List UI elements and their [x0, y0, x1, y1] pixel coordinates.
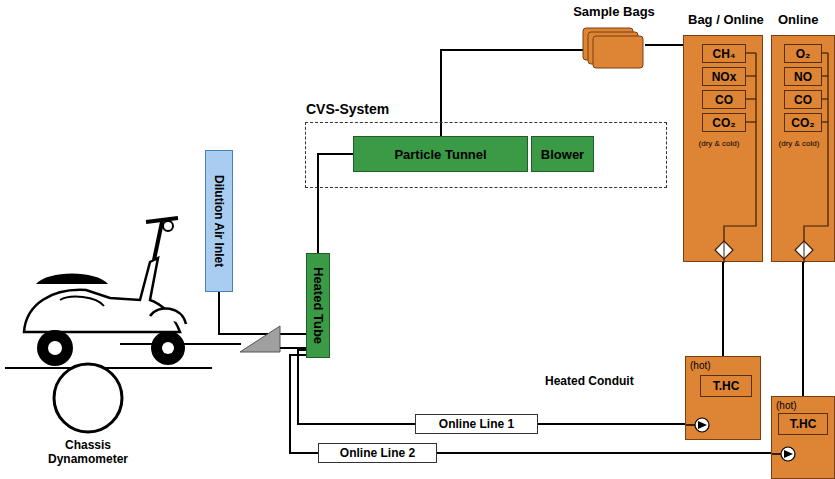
hot-cabinet: (hot) T.HC: [771, 396, 835, 479]
inlet-box: Dilution Air Inlet: [205, 150, 233, 292]
box-label: CO₂: [791, 116, 814, 130]
box-label: Heated Tube: [311, 267, 326, 344]
box-label: T.HC: [713, 379, 740, 393]
sample-line: Online Line 1: [415, 414, 538, 434]
process-box: Blower: [531, 136, 594, 172]
analyzer-box: T.HC: [700, 375, 752, 397]
analyzer-box: CO: [702, 90, 746, 109]
sample-line-connector: [645, 44, 683, 46]
bag-stack: [583, 28, 645, 70]
box-label: Blower: [541, 147, 584, 162]
sample-line-connector: [298, 350, 415, 424]
dynamometer: Chassis Dynamometer: [54, 364, 122, 432]
process-box: Particle Tunnel: [353, 136, 528, 172]
sample-line-connector: [441, 50, 583, 136]
condition-note: (dry & cold): [772, 139, 826, 148]
sample-line-connector: [722, 262, 724, 356]
analyzer-cabinet: Bag / Online(dry & cold)CH₄NOxCOCO₂: [683, 35, 763, 262]
box-label: Dilution Air Inlet: [212, 175, 226, 267]
sample-line-connector: [219, 292, 306, 334]
heading: CVS-System: [306, 101, 389, 117]
analyzer-box: CH₄: [702, 44, 746, 63]
box-label: CO: [794, 93, 812, 107]
sample-line-connector: [437, 452, 771, 454]
sample-line-connector: [802, 262, 804, 396]
analyzer-box: CO: [784, 90, 822, 109]
analyzer-box: CO₂: [784, 113, 822, 132]
analyzer-box: NO: [784, 67, 822, 86]
analyzer-box: O₂: [784, 44, 822, 63]
sample-line-connector: [538, 423, 685, 425]
heading: Bag / Online: [688, 12, 764, 27]
condition-note: (hot): [776, 400, 797, 411]
sample-line-connector: [318, 154, 353, 253]
heated-tube: Heated Tube: [306, 253, 330, 358]
analyzer-cabinet: Online(dry & cold)O₂NOCOCO₂: [771, 35, 835, 262]
filter-symbol: [795, 241, 813, 259]
sample-line: Online Line 2: [318, 443, 437, 463]
caption-text: Chassis Dynamometer: [38, 438, 138, 466]
filter-symbol: [715, 241, 733, 259]
box-label: O₂: [796, 47, 811, 61]
box-label: CO: [715, 93, 733, 107]
box-label: CO₂: [712, 116, 735, 130]
analyzer-box: T.HC: [778, 413, 828, 435]
box-label: Online Line 2: [340, 446, 415, 460]
analyzer-box: NOx: [702, 67, 746, 86]
bag: [593, 36, 643, 68]
analyzer-box: CO₂: [702, 113, 746, 132]
box-label: NO: [794, 70, 812, 84]
heading: Online: [778, 12, 818, 27]
hot-cabinet: (hot)T.HC: [685, 356, 761, 440]
sample-line-connector: [290, 355, 318, 453]
sample-bags: Sample Bags: [583, 28, 645, 70]
box-label: Online Line 1: [439, 417, 514, 431]
heading: Sample Bags: [573, 4, 655, 19]
annotation: Heated Conduit: [545, 374, 634, 388]
condition-note: (hot): [690, 360, 711, 371]
condition-note: (dry & cold): [684, 139, 754, 148]
box-label: Particle Tunnel: [394, 147, 486, 162]
box-label: NOx: [712, 70, 737, 84]
box-label: T.HC: [790, 417, 817, 431]
box-label: CH₄: [712, 47, 735, 61]
system-boundary: CVS-SystemParticle TunnelBlower: [305, 122, 667, 188]
